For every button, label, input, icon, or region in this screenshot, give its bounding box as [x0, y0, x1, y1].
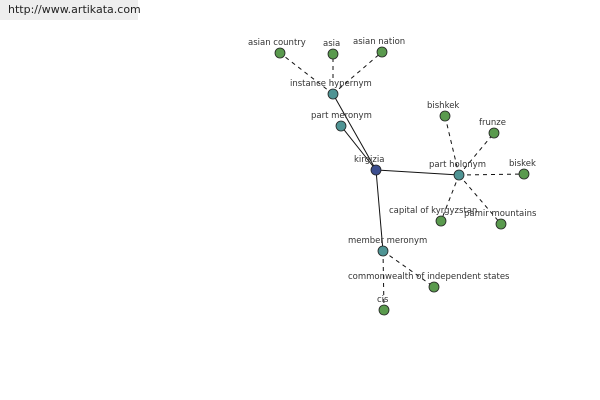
node-frunze[interactable]	[488, 127, 500, 139]
node-label-part-meronym[interactable]: part meronym	[311, 111, 372, 121]
node-label-biskek[interactable]: biskek	[509, 159, 536, 169]
node-label-asian-country[interactable]: asian country	[248, 38, 306, 48]
edge-layer	[279, 51, 525, 311]
edge-part-holonym-to-pamir-mountains	[458, 174, 502, 225]
edge-part-holonym-to-capital-of-kyrgyzstan	[440, 174, 460, 222]
node-asia[interactable]	[327, 48, 339, 60]
node-part-meronym[interactable]	[335, 120, 347, 132]
edge-part-holonym-to-frunze	[458, 132, 495, 176]
node-bishkek[interactable]	[439, 110, 451, 122]
node-capital-of-kyrgyzstan[interactable]	[435, 215, 447, 227]
edge-member-meronym-to-commonwealth-of-independent-states	[382, 250, 435, 288]
node-label-capital-of-kyrgyzstan[interactable]: capital of kyrgyzstan	[389, 206, 477, 216]
edge-kirgizia-to-instance-hypernym	[332, 93, 377, 171]
node-part-holonym[interactable]	[453, 169, 465, 181]
node-member-meronym[interactable]	[377, 245, 389, 257]
edge-kirgizia-to-member-meronym	[375, 169, 384, 252]
edge-instance-hypernym-to-asian-country	[279, 52, 334, 95]
node-label-asia[interactable]: asia	[323, 39, 340, 49]
node-label-commonwealth-of-independent-states[interactable]: commonwealth of independent states	[348, 272, 510, 282]
edge-instance-hypernym-to-asian-nation	[332, 51, 383, 95]
edge-part-holonym-to-biskek	[458, 173, 525, 176]
node-biskek[interactable]	[518, 168, 530, 180]
node-instance-hypernym[interactable]	[327, 88, 339, 100]
node-label-instance-hypernym[interactable]: instance hypernym	[290, 79, 372, 89]
node-asian-country[interactable]	[274, 47, 286, 59]
edge-member-meronym-to-cis	[382, 250, 385, 311]
node-label-asian-nation[interactable]: asian nation	[353, 37, 405, 47]
node-asian-nation[interactable]	[376, 46, 388, 58]
node-label-frunze[interactable]: frunze	[479, 118, 506, 128]
node-label-pamir-mountains[interactable]: pamir mountains	[464, 209, 537, 219]
node-cis[interactable]	[378, 304, 390, 316]
edge-part-holonym-to-bishkek	[444, 115, 460, 176]
node-label-bishkek[interactable]: bishkek	[427, 101, 459, 111]
node-label-kirgizia[interactable]: kirgizia	[354, 155, 384, 165]
node-pamir-mountains[interactable]	[495, 218, 507, 230]
node-label-cis[interactable]: cis	[377, 295, 389, 305]
node-kirgizia[interactable]	[370, 164, 382, 176]
node-label-member-meronym[interactable]: member meronym	[348, 236, 427, 246]
edge-kirgizia-to-part-meronym	[340, 125, 377, 171]
site-url[interactable]: http://www.artikata.com	[0, 0, 141, 20]
node-layer	[274, 46, 530, 316]
edge-kirgizia-to-part-holonym	[375, 169, 460, 176]
node-label-part-holonym[interactable]: part holonym	[429, 160, 486, 170]
label-layer: kirgizia instance hypernym part meronym par…	[248, 37, 537, 305]
node-commonwealth-of-independent-states[interactable]	[428, 281, 440, 293]
